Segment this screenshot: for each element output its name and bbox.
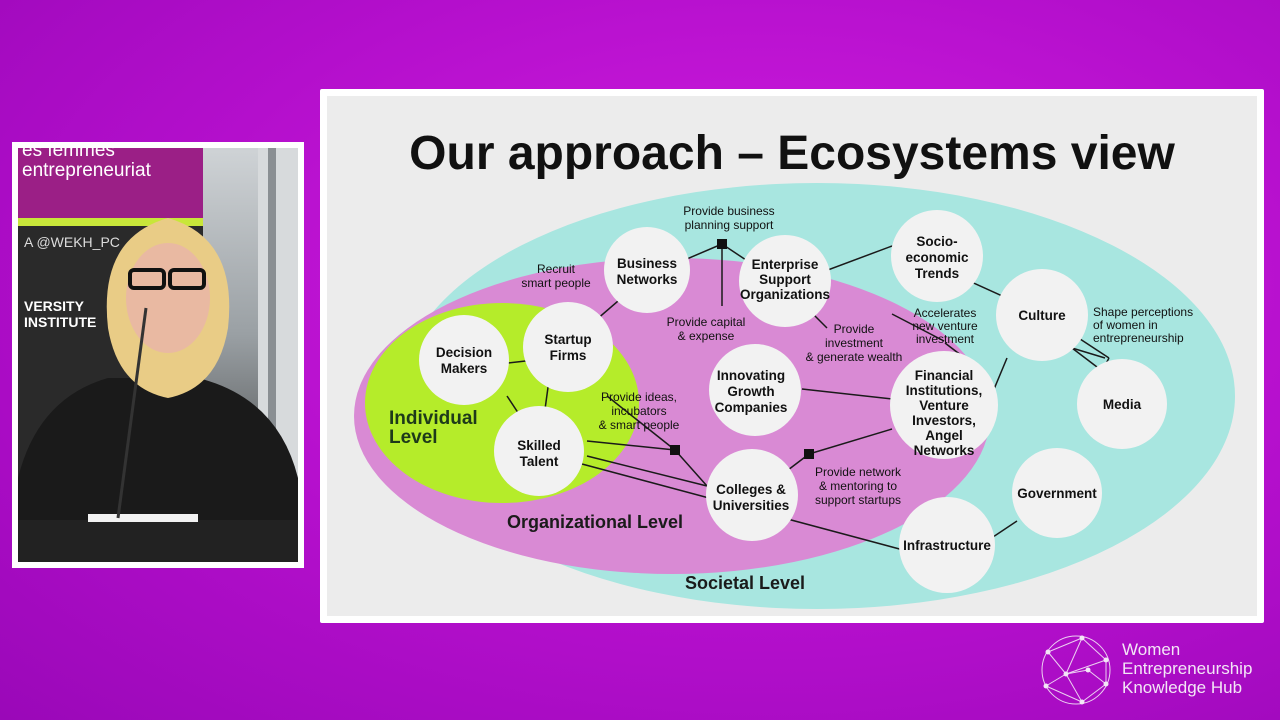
university-logo-text: VERSITY INSTITUTE bbox=[24, 298, 97, 330]
individual-level-label-2: Level bbox=[389, 427, 438, 448]
junction-node bbox=[717, 239, 727, 249]
organizational-level-label: Organizational Level bbox=[507, 512, 683, 532]
societal-level-label: Societal Level bbox=[685, 573, 805, 593]
annotation-provide-ideas: Provide ideas,incubators& smart people bbox=[599, 390, 680, 432]
infrastructure-node: Infrastructure bbox=[903, 538, 991, 553]
culture-node: Culture bbox=[1018, 308, 1066, 323]
speaker-video-frame: es femmes entrepreneuriat A @WEKH_PC VER… bbox=[12, 142, 304, 568]
node-circles bbox=[419, 210, 1167, 593]
presentation-slide: Our approach – Ecosystems view bbox=[320, 89, 1264, 623]
speaker-video: es femmes entrepreneuriat A @WEKH_PC VER… bbox=[18, 148, 298, 562]
junction-node bbox=[670, 445, 680, 455]
speaker-silhouette bbox=[18, 148, 298, 562]
logo-wordmark: Women Entrepreneurship Knowledge Hub bbox=[1122, 640, 1252, 697]
junction-node bbox=[804, 449, 814, 459]
logo-line-entrepreneurship: Entrepreneurship bbox=[1122, 659, 1253, 678]
banner-text-line2: entrepreneuriat bbox=[22, 160, 151, 181]
government-node: Government bbox=[1017, 486, 1097, 501]
event-banner: es femmes entrepreneuriat bbox=[18, 148, 203, 218]
slide-title: Our approach – Ecosystems view bbox=[409, 127, 1175, 180]
logo-line-women: Women bbox=[1122, 640, 1181, 659]
ecosystem-diagram: Individual Level Organizational Level So… bbox=[354, 183, 1235, 609]
media-node: Media bbox=[1103, 397, 1142, 412]
individual-level-label: Individual bbox=[389, 408, 478, 429]
logo-line-knowledge-hub: Knowledge Hub bbox=[1122, 678, 1243, 697]
slide-content: Our approach – Ecosystems view bbox=[327, 96, 1257, 616]
annotation-provide-capital: Provide capital& expense bbox=[667, 315, 746, 343]
banner-text-line1: es femmes bbox=[22, 148, 115, 161]
network-globe-icon bbox=[1041, 635, 1111, 705]
wekh-logo: Women Entrepreneurship Knowledge Hub bbox=[1036, 630, 1276, 712]
social-handle: A @WEKH_PC bbox=[24, 234, 120, 250]
colleges-node: Colleges &Universities bbox=[713, 482, 790, 513]
banner-stripe bbox=[18, 218, 203, 226]
